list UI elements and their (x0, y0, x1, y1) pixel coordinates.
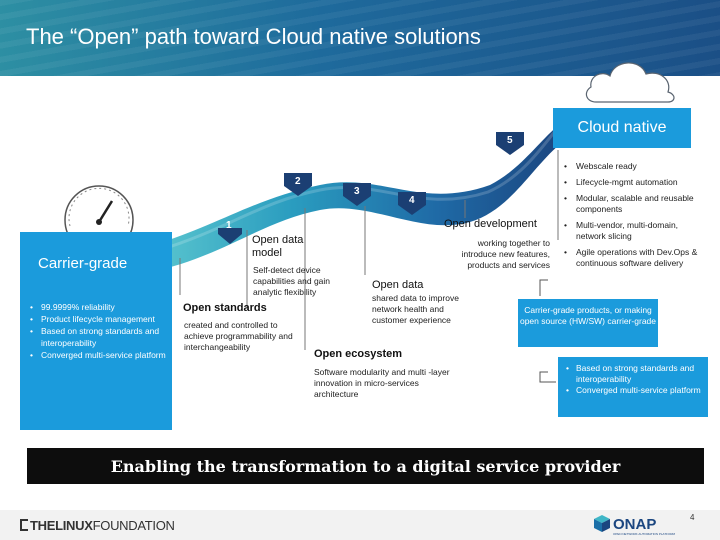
standards-list: Based on strong standards and interopera… (566, 363, 706, 396)
lf-bracket-icon (20, 519, 28, 531)
cloud-native-label: Cloud native (553, 108, 691, 148)
open-data-desc: shared data to improve network health an… (372, 293, 459, 325)
page-title: The “Open” path toward Cloud native solu… (26, 24, 481, 49)
page-number: 4 (690, 513, 695, 522)
open-development-title: Open development (444, 218, 537, 230)
list-item: Modular, scalable and reusable component… (560, 193, 706, 215)
onap-wordmark: ONAP (613, 516, 656, 533)
open-standards-title: Open standards (183, 302, 267, 314)
bracket-bottom-arrow (539, 371, 556, 383)
carrier-grade-label: Carrier-grade (38, 255, 128, 272)
list-item: 99.9999% reliability (30, 301, 170, 313)
open-standards-desc: created and controlled to achieve progra… (184, 320, 293, 352)
cloud-icon (585, 62, 675, 103)
carrier-grade-list: 99.9999% reliability Product lifecycle m… (30, 301, 170, 361)
list-item: Product lifecycle management (30, 313, 170, 325)
open-ecosystem-desc: Software modularity and multi -layer inn… (314, 367, 450, 399)
list-item: Webscale ready (560, 161, 706, 172)
list-item: Multi-vendor, multi-domain, network slic… (560, 220, 706, 242)
open-data-model-desc: Self-detect device capabilities and gain… (253, 265, 331, 297)
list-item: Agile operations with Dev.Ops & continuo… (560, 247, 706, 269)
list-item: Converged multi-service platform (30, 349, 170, 361)
cloud-native-list: Webscale ready Lifecycle-mgmt automation… (560, 161, 706, 274)
step-marker-5 (496, 132, 524, 155)
open-development-desc: working together to introduce new featur… (461, 238, 550, 270)
transformation-banner: Enabling the transformation to a digital… (27, 448, 704, 484)
step-marker-2 (284, 173, 312, 196)
open-ecosystem-title: Open ecosystem (314, 348, 403, 360)
dial-hub (96, 219, 102, 225)
step-5-label: 5 (507, 135, 513, 146)
step-1-label: 1 (226, 220, 232, 231)
list-item: Based on strong standards and interopera… (566, 363, 706, 385)
dial-arc (68, 187, 130, 227)
onap-tagline: OPEN NETWORK AUTOMATION PLATFORM (613, 532, 676, 536)
list-item: Based on strong standards and interopera… (30, 325, 170, 349)
step-2-label: 2 (295, 176, 301, 187)
list-item: Converged multi-service platform (566, 385, 706, 396)
bracket-cgp-arrow (539, 279, 548, 296)
carrier-grade-products-box: Carrier-grade products, or making open s… (518, 299, 658, 347)
list-item: Lifecycle-mgmt automation (560, 177, 706, 188)
header-band (0, 0, 720, 76)
onap-logo: ONAP OPEN NETWORK AUTOMATION PLATFORM (594, 515, 676, 536)
linux-foundation-logo: THELINUXFOUNDATION (20, 518, 175, 533)
step-marker-3 (343, 183, 371, 206)
step-3-label: 3 (354, 186, 360, 197)
open-data-title: Open data (372, 279, 424, 291)
step-4-label: 4 (409, 195, 415, 206)
callout-lines (179, 150, 559, 350)
ribbon-highlight (159, 129, 558, 252)
dial-needle (97, 200, 114, 223)
onap-cube-icon (594, 515, 610, 532)
step-marker-4 (398, 192, 426, 215)
step-marker-1 (218, 228, 242, 244)
open-data-model-title: Open data model (252, 234, 304, 259)
